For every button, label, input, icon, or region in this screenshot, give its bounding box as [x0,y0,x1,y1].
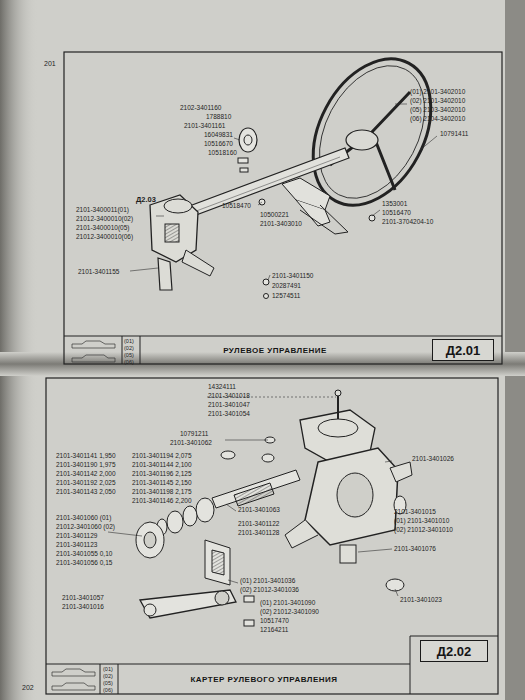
section-title-band: КАРТЕР РУЛЕВОГО УПРАВЛЕНИЯ [118,666,410,692]
part-number: 21012-3400010(06) [76,233,133,240]
section-reference: Д2.03 [136,196,156,203]
model-code: (05) [103,680,113,687]
car-icons [72,341,115,362]
part-number: 2101-3401196 2,125 [132,470,192,477]
part-number: (05) 2103-3402010 [410,106,465,113]
part-number: 2101-3400011(01) [76,206,129,213]
part-number: (02) 21012-3401036 [240,586,299,593]
part-number: 2101-3401026 [412,455,454,462]
part-number: 10516670 [204,140,233,147]
part-number: 2101-3401192 2,025 [56,479,116,486]
part-number: 2101-3401128 [238,529,279,536]
part-number: 10517470 [260,617,289,624]
part-number: 2101-3401016 [62,603,104,610]
part-number: 10791211 [180,430,208,437]
steering-gearbox [150,195,214,290]
part-number: 2101-3401161 [184,122,225,129]
part-number: 2101-3704204-10 [382,218,433,225]
section-code: Д2.01 [446,343,481,358]
part-number: 2101-3401015 [394,508,436,515]
part-number: 20287491 [272,282,301,289]
leader-lines [108,104,437,596]
part-number: 2101-3401144 2,100 [132,461,192,468]
part-number: 2101-3401076 [394,545,436,552]
part-number: 21012-3401060 (02) [56,523,115,530]
gearbox-housing [285,390,412,563]
part-number: 12164211 [260,626,288,633]
part-number: 2101-3401056 0,15 [56,559,112,566]
car-icons [52,669,95,690]
part-number: 2101-3401150 [272,272,313,279]
section-code-box: Д2.01 [432,339,494,361]
part-number: 12574511 [272,292,300,299]
section-title: РУЛЕВОЕ УПРАВЛЕНИЕ [223,346,327,355]
part-number: 2101-3401018 [208,392,250,399]
worm-shaft [136,437,406,591]
part-number: (02) 21012-3401010 [394,526,453,533]
part-number: 2101-3401054 [208,410,250,417]
part-number: 10791411 [440,130,468,137]
part-number: 2101-3401146 2,200 [132,497,192,504]
part-number: 14324111 [208,383,236,390]
page-frame [46,378,498,694]
part-number: 2101-3401063 [238,506,280,513]
book-edge [505,0,525,700]
page-number: 202 [22,684,34,691]
small-parts [238,128,375,299]
part-number: 16049831 [204,131,233,138]
part-number: (01) 2101-3401036 [240,577,295,584]
part-number: 2101-3401062 [170,439,212,446]
part-number: (01) 2101-3402010 [410,88,465,95]
page-number: 201 [44,60,56,67]
part-number: 2101-3401123 [56,541,97,548]
model-code: (06) [124,359,134,366]
section-code-box: Д2.02 [420,640,488,662]
part-number: 1353001 [382,200,407,207]
part-number: 2101-3401057 [62,594,104,601]
part-number: (01) 2101-3401090 [260,599,315,606]
page-frame [64,52,502,364]
sector-and-arm [140,540,254,626]
part-number: 10516470 [382,209,411,216]
part-number: 1788810 [206,113,231,120]
part-number: 2102-3401160 [180,104,221,111]
part-number: (06) 2104-3402010 [410,115,465,122]
model-code: (05) [124,352,134,359]
model-code: (01) [103,666,113,673]
part-number: 2101-3401194 2,075 [132,452,192,459]
part-number: 2101-3401047 [208,401,250,408]
part-number: 21012-3400010(02) [76,215,133,222]
part-number: 10500221 [260,211,289,218]
part-number: 2101-3401141 1,950 [56,452,116,459]
part-number: 10518470 [222,202,251,209]
book-edge [0,0,38,700]
part-number: 2101-3401143 2,050 [56,488,116,495]
part-number: 2101-3401023 [400,596,442,603]
part-number: 2101-3401142 2,000 [56,470,116,477]
part-number: 2101-3401145 2,150 [132,479,192,486]
part-number: (02) 2101-3402010 [410,97,465,104]
section-title: КАРТЕР РУЛЕВОГО УПРАВЛЕНИЯ [190,675,337,684]
part-number: 2101-3401129 [56,532,97,539]
model-code: (02) [124,345,134,352]
part-number: 2101-3401155 [78,268,119,275]
part-number: (02) 21012-3401090 [260,608,319,615]
part-number: 10518160 [208,149,237,156]
part-number: 2101-3401198 2,175 [132,488,192,495]
part-number: 2101-3401190 1,975 [56,461,116,468]
part-number: 2101-3403010 [260,220,302,227]
part-number: 2101-3401060 (01) [56,514,111,521]
model-code: (02) [103,673,113,680]
model-code: (06) [103,687,113,694]
model-code: (01) [124,338,134,345]
section-code: Д2.02 [437,644,472,659]
part-number: 2101-3401122 [238,520,279,527]
part-number: 2101-3401055 0,10 [56,550,112,557]
part-number: (01) 2101-3401010 [394,517,449,524]
part-number: 2101-3400010(05) [76,224,130,231]
section-title-band: РУЛЕВОЕ УПРАВЛЕНИЕ [140,337,410,363]
